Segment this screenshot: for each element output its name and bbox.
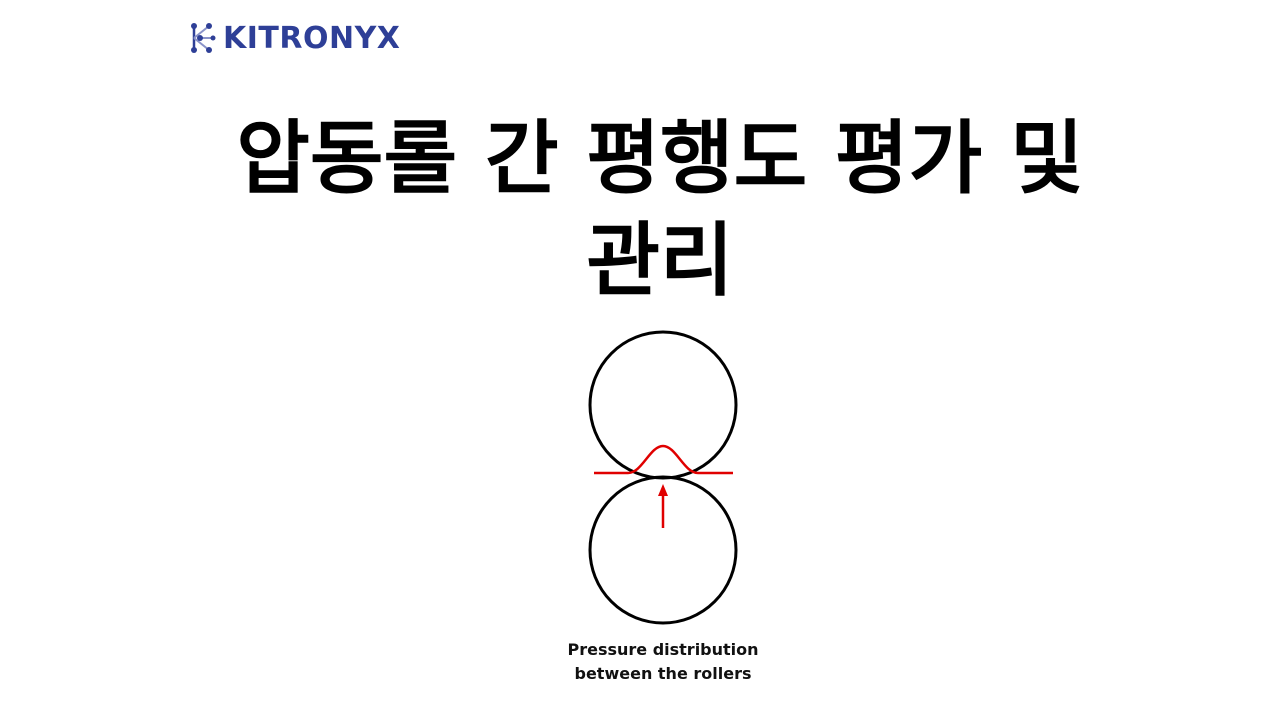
page-title: 압동롤 간 평행도 평가 및 관리 (0, 108, 1280, 312)
caption-line-1: Pressure distribution (567, 640, 759, 659)
title-line-1: 압동롤 간 평행도 평가 및 (236, 112, 1084, 205)
caption-line-2: between the rollers (574, 664, 752, 683)
company-logo: KITRONYX (187, 18, 400, 58)
upper-roller (588, 330, 738, 480)
logo-text: KITRONYX (223, 20, 401, 56)
pressure-distribution-curve (594, 444, 733, 475)
kitronyx-network-logo-icon (191, 23, 216, 53)
lower-roller (588, 475, 738, 625)
diagram-caption: Pressure distribution between the roller… (540, 638, 786, 686)
force-arrow-head (658, 484, 668, 496)
roller-pressure-diagram (588, 330, 738, 625)
title-line-2: 관리 (586, 214, 734, 307)
